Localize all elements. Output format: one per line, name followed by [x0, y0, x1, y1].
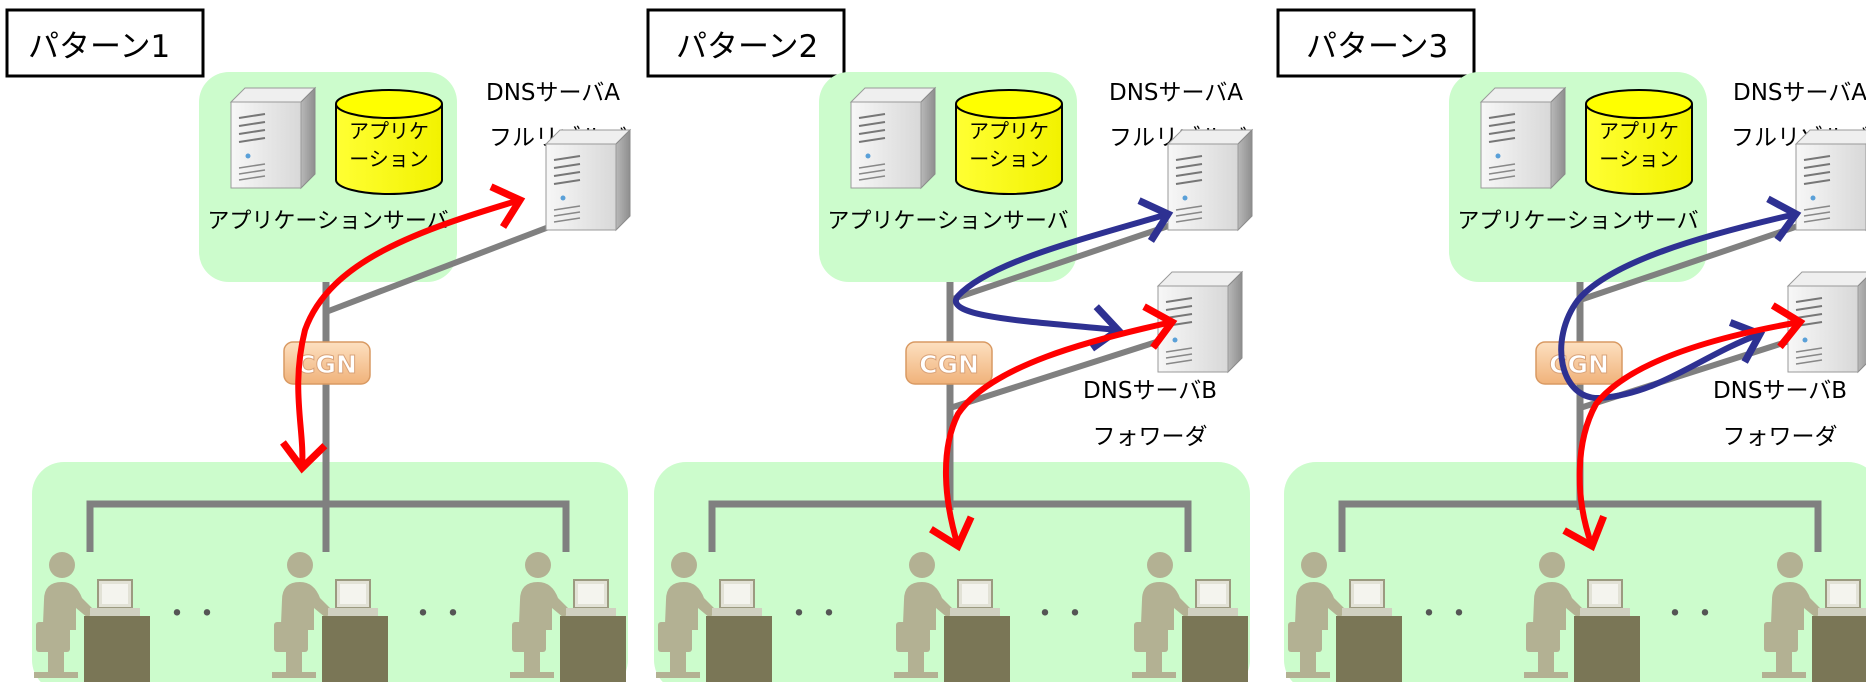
dns-server-a-icon: [545, 129, 631, 231]
app-server-icon: [230, 87, 316, 189]
dns-a-title: DNSサーバA: [1733, 80, 1866, 106]
application-database-icon: アプリケ ーション: [335, 89, 443, 195]
query-arrow: [280, 183, 526, 474]
more-clients-dots: ・・: [162, 597, 222, 632]
cgn-label: CGN: [1549, 350, 1609, 379]
pattern-label-box: [1276, 8, 1476, 78]
more-clients-dots: ・・: [408, 597, 468, 632]
pattern-label: パターン1: [28, 29, 170, 65]
dns-server-a-icon: [1167, 129, 1253, 231]
cgn-box: CGN: [1535, 341, 1623, 385]
panel-pattern-3: パターン3 アプリケ ーション アプリケーションサーバ DNSサーバA フルリゾ…: [1276, 8, 1866, 682]
query-arrow: [929, 303, 1178, 552]
cgn-label: CGN: [297, 350, 357, 379]
pattern-label: パターン3: [1306, 29, 1448, 65]
more-clients-dots: ・・: [1660, 597, 1720, 632]
pattern-label-box: [5, 8, 205, 78]
database-label-line1: アプリケ: [1599, 119, 1679, 143]
panel-pattern-2: パターン2 アプリケ ーション アプリケーションサーバ DNSサーバA フルリゾ…: [646, 8, 1253, 682]
database-label-line1: アプリケ: [349, 119, 429, 143]
dns-b-title: DNSサーバB: [1083, 378, 1217, 404]
dns-server-a-icon: [1795, 129, 1866, 231]
database-label-line1: アプリケ: [969, 119, 1049, 143]
database-label-line2: ーション: [1599, 147, 1679, 171]
dns-a-title: DNSサーバA: [1109, 80, 1243, 106]
more-clients-dots: ・・: [1414, 597, 1474, 632]
panel-pattern-1: パターン1 アプリケ ーション アプリケーションサーバ DNSサーバA フルリゾ…: [5, 8, 631, 682]
app-server-label: アプリケーションサーバ: [1457, 209, 1698, 234]
more-clients-dots: ・・: [784, 597, 844, 632]
database-label-line2: ーション: [349, 147, 429, 171]
database-label-line2: ーション: [969, 147, 1049, 171]
dns-b-title: DNSサーバB: [1713, 378, 1847, 404]
app-server-icon: [850, 87, 936, 189]
cgn-label: CGN: [919, 350, 979, 379]
cgn-box: CGN: [905, 341, 993, 385]
dns-a-title: DNSサーバA: [486, 80, 620, 106]
more-clients-dots: ・・: [1030, 597, 1090, 632]
pattern-label-box: [646, 8, 846, 78]
dns-b-role: フォワーダ: [1093, 424, 1208, 450]
application-database-icon: アプリケ ーション: [955, 89, 1063, 195]
pattern-label: パターン2: [676, 29, 818, 65]
app-server-label: アプリケーションサーバ: [207, 209, 448, 234]
client-zone: [32, 462, 628, 682]
query-arrow: [1562, 302, 1806, 552]
app-server-label: アプリケーションサーバ: [827, 209, 1068, 234]
application-database-icon: アプリケ ーション: [1585, 89, 1693, 195]
dns-b-role: フォワーダ: [1723, 424, 1838, 450]
app-server-icon: [1480, 87, 1566, 189]
